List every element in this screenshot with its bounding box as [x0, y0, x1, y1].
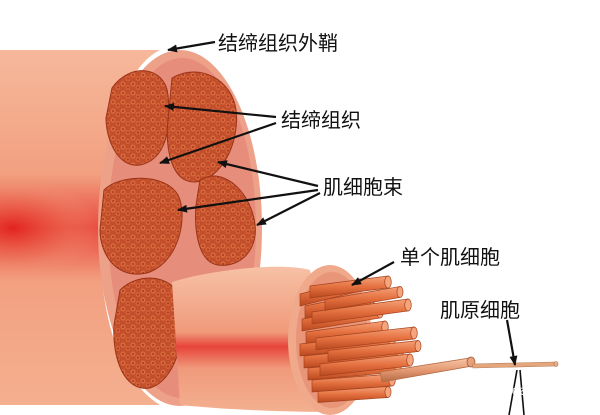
arrow-myofibril: [505, 319, 518, 366]
arrow-single-fiber: [351, 261, 395, 286]
muscle-fiber-end: [404, 298, 412, 312]
fascicle-middle-left: [99, 177, 183, 275]
arrow-connective-1: [164, 102, 277, 119]
muscle-fiber-bundle: [299, 275, 422, 403]
fascicle-top-left: [105, 70, 170, 166]
label-myofibril: 肌原细胞: [440, 298, 520, 322]
labels: 结缔组织外鞘 结缔组织 肌细胞束 单个肌细胞 肌原细胞 知乎 @我的CheatM…: [218, 31, 563, 399]
pointer-arrows: [159, 40, 525, 415]
arrow-fascicle-2: [177, 188, 319, 213]
muscle-fiber-end: [384, 275, 392, 289]
label-single-fiber: 单个肌细胞: [400, 245, 500, 269]
arrow-fascicle-1: [217, 160, 319, 188]
fascicle-bottom-left: [113, 277, 184, 389]
arrow-fascicle-3: [256, 192, 321, 226]
arrow-connective-2: [159, 121, 277, 165]
muscle-fiber-end: [384, 386, 392, 398]
label-fascicle: 肌细胞束: [323, 175, 403, 199]
myofibril-leader-down-2: [519, 369, 525, 415]
muscle-fiber-end: [396, 286, 404, 298]
muscle-fiber-end: [414, 340, 422, 352]
watermark: 知乎 @我的CheatMeal: [425, 383, 563, 399]
fascicle-middle-right: [195, 175, 256, 266]
label-epimysium: 结缔组织外鞘: [218, 31, 338, 55]
muscle-fiber-end: [406, 353, 414, 367]
muscle-body: [0, 50, 160, 405]
myofibril-leader-down: [508, 369, 518, 415]
muscle-fiber-end: [410, 326, 418, 340]
arrow-epimysium: [167, 40, 216, 53]
label-connective-tissue: 结缔组织: [281, 108, 361, 132]
